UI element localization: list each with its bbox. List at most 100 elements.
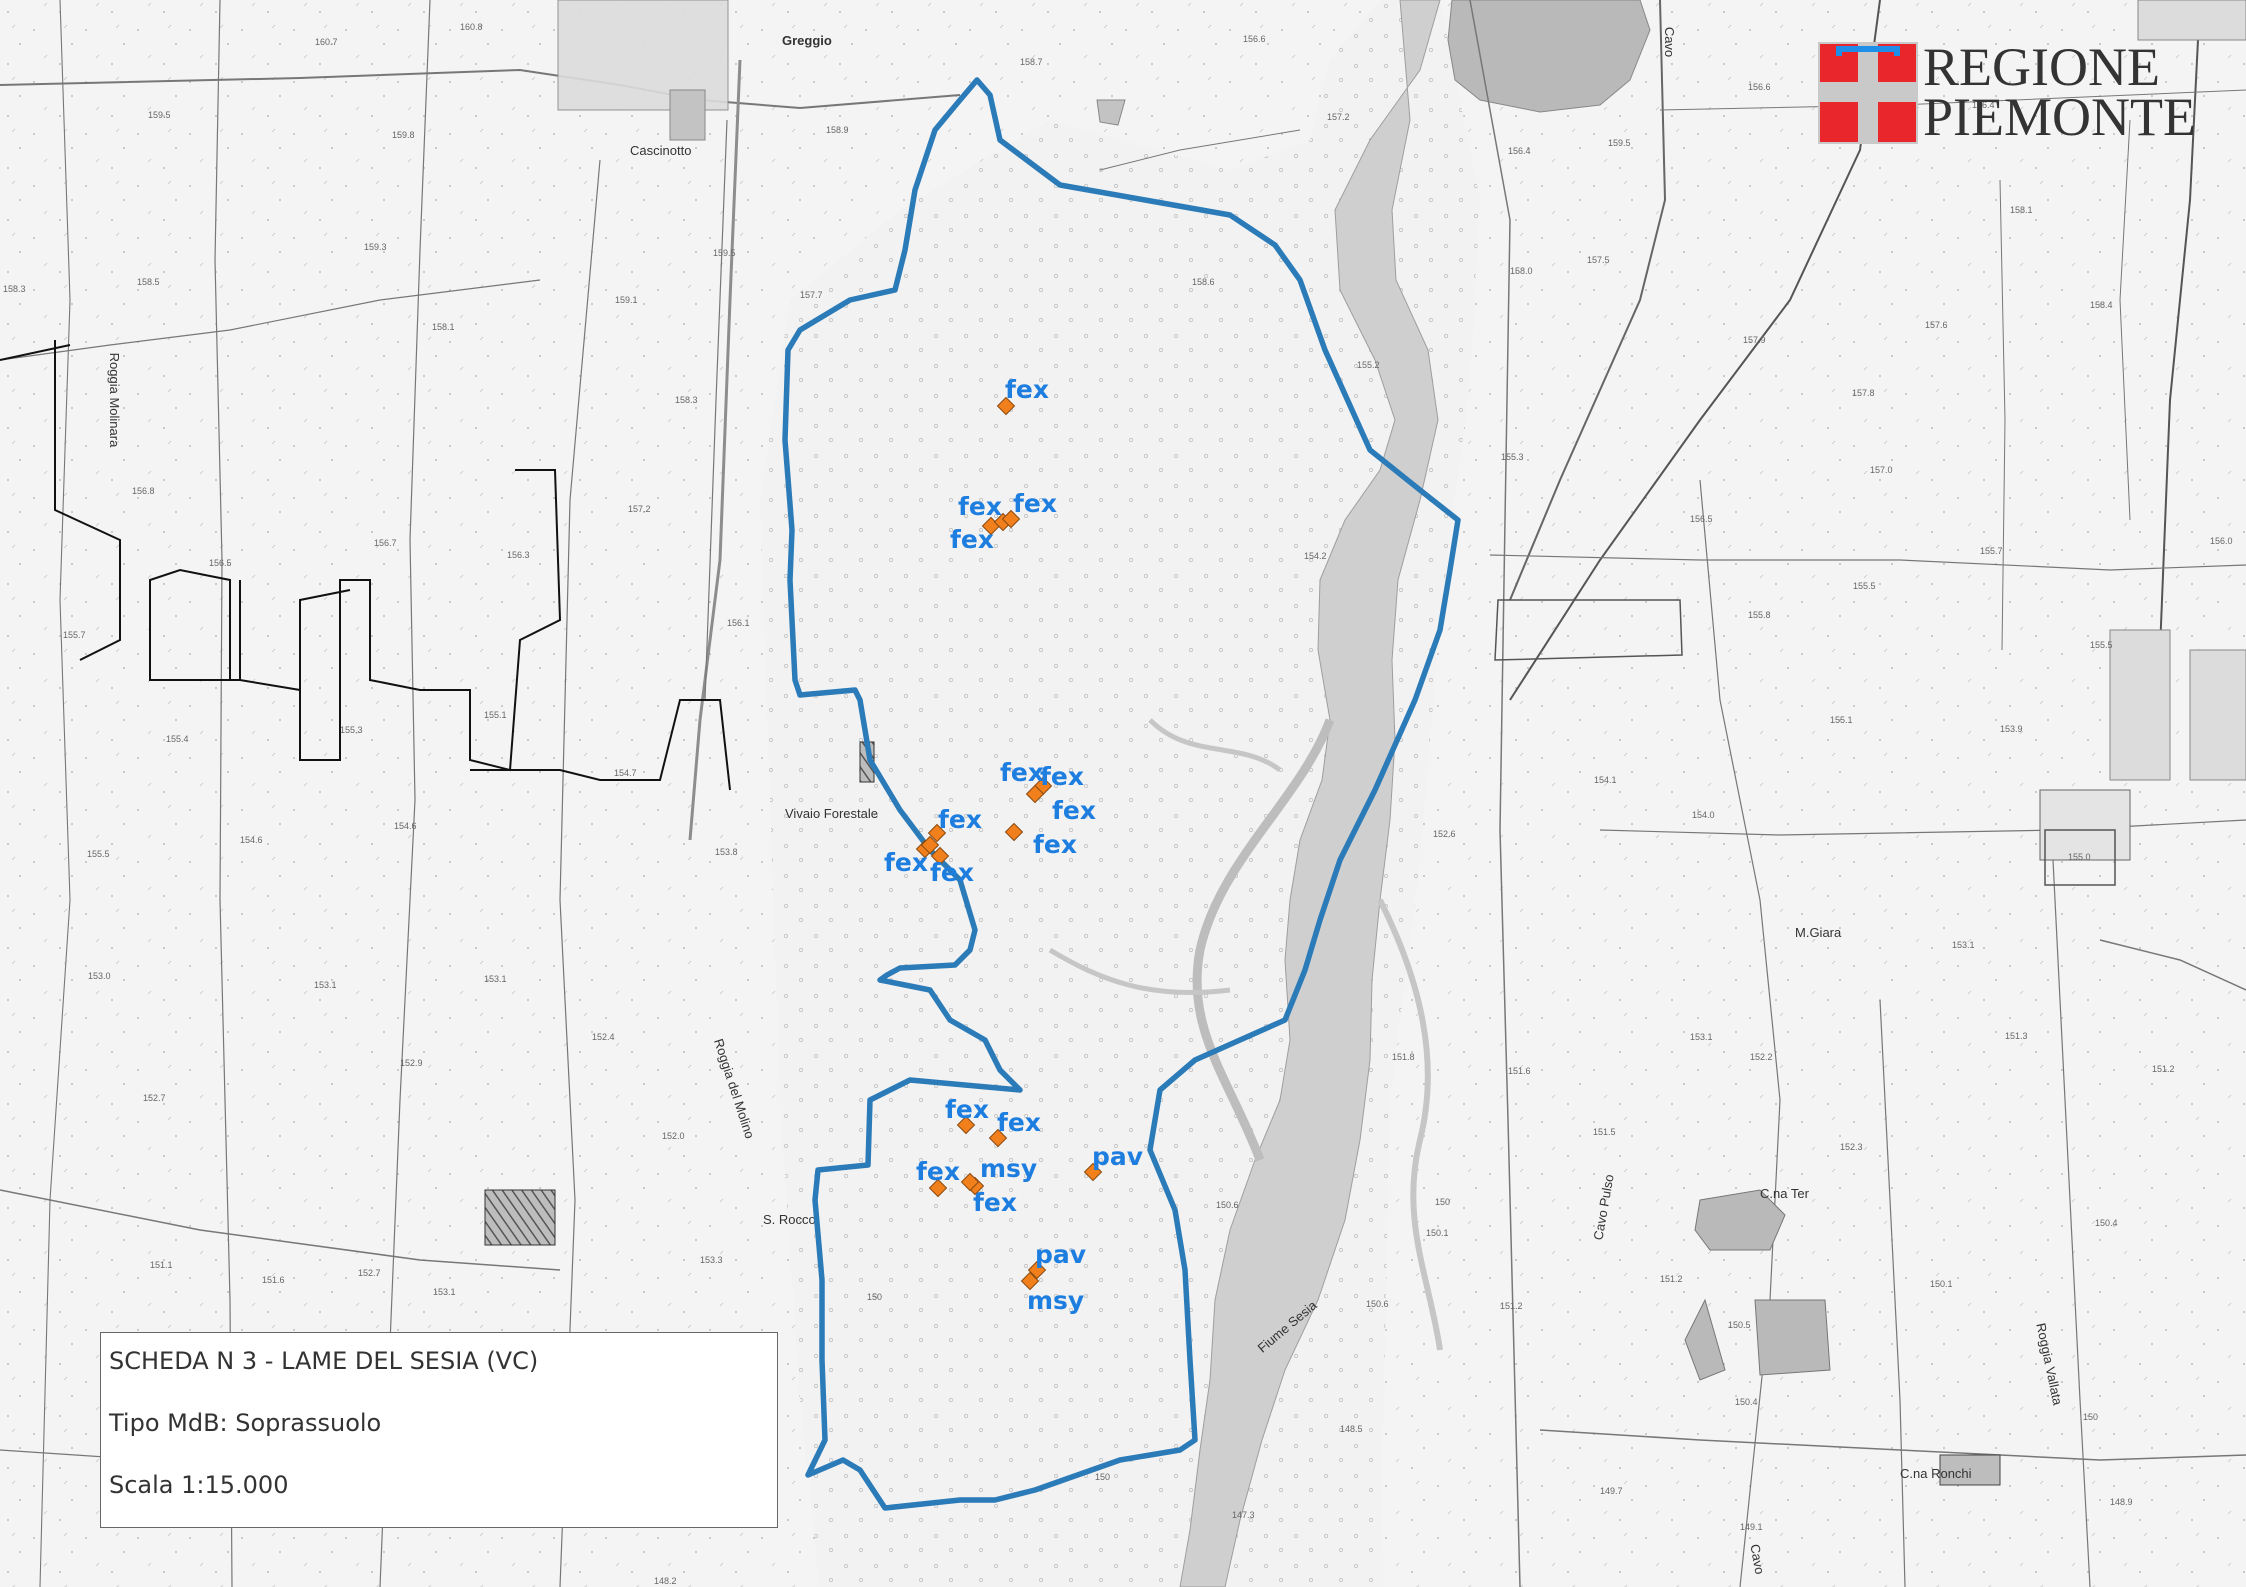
elevation-label: 159.3 <box>364 242 387 252</box>
elevation-label: 155.8 <box>1748 610 1771 620</box>
elevation-label: 154.0 <box>1692 810 1715 820</box>
elevation-label: 155.1 <box>484 710 507 720</box>
elevation-label: 158.7 <box>1020 57 1043 67</box>
survey-point-label: fex <box>1013 489 1057 518</box>
river-braid-1 <box>1192 718 1335 1162</box>
elevation-label: 150.1 <box>1426 1228 1449 1238</box>
elevation-label: 155.7 <box>1980 546 2003 556</box>
elevation-label: 158.5 <box>137 277 160 287</box>
elevation-label: 152.2 <box>1750 1052 1773 1062</box>
elevation-label: 156.8 <box>132 486 155 496</box>
elevation-label: 153.3 <box>700 1255 723 1265</box>
elevation-label: 159.5 <box>148 110 171 120</box>
elevation-label: 155.5 <box>2090 640 2113 650</box>
place-label: M.Giara <box>1795 925 1842 940</box>
elevation-label: 154.7 <box>614 768 637 778</box>
elevation-label: 159.8 <box>392 130 415 140</box>
survey-point-icon[interactable] <box>1004 822 1024 842</box>
survey-point-icon[interactable] <box>1027 1260 1047 1280</box>
elevation-label: 158.0 <box>1510 266 1533 276</box>
place-label: Vivaio Forestale <box>785 806 878 821</box>
elevation-label: 155.4 <box>166 734 189 744</box>
elevation-label: 155.7 <box>63 630 86 640</box>
place-label: S. Rocco <box>763 1212 816 1227</box>
elevation-label: 157.2 <box>628 504 651 514</box>
survey-point-icon[interactable] <box>930 846 950 866</box>
watercourse-label: Cavo <box>1662 27 1677 57</box>
elevation-label: 149.1 <box>1740 1522 1763 1532</box>
logo-emblem-icon <box>1818 42 1918 144</box>
elevation-label: 156.7 <box>374 538 397 548</box>
sheet-title: SCHEDA N 3 - LAME DEL SESIA (VC) <box>109 1347 539 1375</box>
elevation-label: 151.2 <box>1500 1301 1523 1311</box>
survey-point-icon[interactable] <box>996 396 1016 416</box>
elevation-label: 156.5 <box>209 558 232 568</box>
survey-point-label: fex <box>973 1188 1017 1217</box>
elevation-label: 150.6 <box>1366 1299 1389 1309</box>
study-area-boundary[interactable] <box>782 77 1461 1511</box>
survey-point-icon[interactable] <box>960 1172 980 1192</box>
survey-point-icon[interactable] <box>1001 509 1021 529</box>
survey-point-label: msy <box>980 1154 1037 1183</box>
elevation-label: 155.3 <box>1501 452 1524 462</box>
river-braid-3 <box>1048 718 1282 996</box>
elevation-label: 153.1 <box>1952 940 1975 950</box>
type-label: Tipo MdB: Soprassuolo <box>109 1409 382 1437</box>
watercourse-label: Cavo <box>1747 1543 1767 1576</box>
elevation-label: 150 <box>2083 1412 2098 1422</box>
elevation-label: 151.3 <box>2005 1031 2028 1041</box>
elevation-label: 150.5 <box>1728 1320 1751 1330</box>
elevation-label: 150.4 <box>2095 1218 2118 1228</box>
elevation-label: 157.5 <box>1587 255 1610 265</box>
survey-point-icon[interactable] <box>1025 784 1045 804</box>
survey-point-icon[interactable] <box>927 823 947 843</box>
survey-point-label: fex <box>945 1095 989 1124</box>
survey-point-label: fex <box>1040 762 1084 791</box>
survey-point-icon[interactable] <box>988 1128 1008 1148</box>
elevation-label: 156.6 <box>1243 34 1266 44</box>
elevation-label: 150.6 <box>1216 1200 1239 1210</box>
elevation-label: 152.0 <box>662 1131 685 1141</box>
scale-label: Scala 1:15.000 <box>109 1471 289 1499</box>
elevation-label: 155.0 <box>2068 852 2091 862</box>
elevation-label: 157.7 <box>800 290 823 300</box>
elevation-label: 153.8 <box>715 847 738 857</box>
elevation-label: 158.1 <box>2010 205 2033 215</box>
place-label: C.na Ter <box>1760 1186 1810 1201</box>
elevation-labels: 160.8160.7159.5159.8159.3158.5158.3158.1… <box>3 22 2233 1586</box>
survey-point-icon[interactable] <box>1083 1162 1103 1182</box>
lake <box>1447 0 1651 113</box>
elevation-label: 148.5 <box>1340 1424 1363 1434</box>
elevation-label: 155.2 <box>1357 360 1380 370</box>
watercourse-label: Roggia Molinara <box>107 353 122 448</box>
elevation-label: 155.3 <box>340 725 363 735</box>
elevation-label: 160.7 <box>315 37 338 47</box>
elevation-label: 150 <box>1435 1197 1450 1207</box>
parcel-boundary-2 <box>470 699 731 791</box>
elevation-label: 151.6 <box>1508 1066 1531 1076</box>
elevation-label: 156.4 <box>1972 100 1995 110</box>
elevation-label: 155.5 <box>1853 581 1876 591</box>
elevation-label: 151.1 <box>150 1260 173 1270</box>
survey-point-icon[interactable] <box>956 1115 976 1135</box>
survey-point-icon[interactable] <box>1020 1271 1040 1291</box>
elevation-label: 157.9 <box>1743 335 1766 345</box>
survey-point-icon[interactable] <box>928 1178 948 1198</box>
elevation-label: 159.1 <box>615 295 638 305</box>
sports-field-right <box>2044 829 2116 886</box>
map-info-box: SCHEDA N 3 - LAME DEL SESIA (VC) Tipo Md… <box>100 1332 778 1528</box>
elevation-label: 151.8 <box>1392 1052 1415 1062</box>
elevation-label: 157.8 <box>1852 388 1875 398</box>
small-pond-top <box>669 89 1126 141</box>
river-sesia <box>1179 0 1441 1587</box>
elevation-label: 152.6 <box>1433 829 1456 839</box>
survey-point-icon[interactable] <box>920 835 940 855</box>
place-label: Greggio <box>782 33 832 48</box>
elevation-label: 160.8 <box>460 22 483 32</box>
elevation-label: 153.1 <box>1690 1032 1713 1042</box>
elevation-label: 147.3 <box>1232 1510 1255 1520</box>
elevation-label: 152.7 <box>358 1268 381 1278</box>
